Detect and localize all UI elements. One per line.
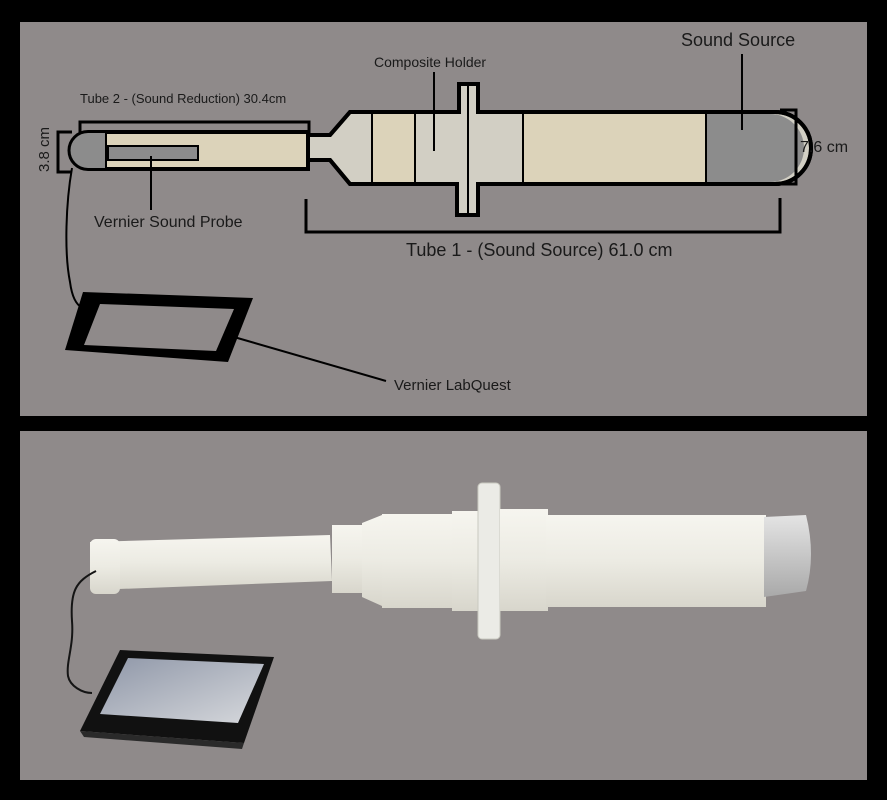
labquest-label: Vernier LabQuest <box>394 377 512 394</box>
photo-coupler <box>382 514 452 608</box>
photo-tube1 <box>546 515 766 607</box>
schematic-svg: Tube 2 - (Sound Reduction) 30.4cm 3.8 cm… <box>36 30 848 394</box>
photo-tube2 <box>90 535 332 590</box>
tube1-length-bracket <box>304 198 782 234</box>
sound-probe-shape <box>107 145 199 161</box>
tube1-main-section <box>523 114 706 182</box>
photo-labquest-screen <box>100 658 264 723</box>
sound-source-label: Sound Source <box>681 30 795 50</box>
tube2-diameter-bracket <box>56 130 72 174</box>
photo-cable <box>66 570 97 694</box>
tube1-label: Tube 1 - (Sound Source) 61.0 cm <box>406 240 672 260</box>
tube2-label: Tube 2 - (Sound Reduction) 30.4cm <box>80 91 286 106</box>
tube1-diameter-label: 7.6 cm <box>800 139 848 156</box>
probe-cable <box>65 167 83 309</box>
apparatus-photo-panel <box>20 431 867 780</box>
schematic-diagram-panel: Tube 2 - (Sound Reduction) 30.4cm 3.8 cm… <box>20 22 867 416</box>
sound-source-shape <box>706 114 804 182</box>
tube1-beige-band <box>372 114 415 182</box>
photo-sound-source-tape <box>764 515 811 597</box>
labquest-leader-line <box>233 336 387 382</box>
tube1-diameter-bracket <box>780 108 798 186</box>
sound-probe-label: Vernier Sound Probe <box>94 214 243 231</box>
tube2-diameter-label: 3.8 cm <box>36 127 53 172</box>
tube2-length-bracket <box>78 120 311 135</box>
photo-svg <box>66 482 811 749</box>
photo-reducer <box>332 525 362 593</box>
photo-flange <box>477 482 501 640</box>
photo-tube2-cap <box>90 539 120 594</box>
tube2-end-cap <box>68 131 107 170</box>
labquest-screen <box>84 304 234 351</box>
composite-holder-label: Composite Holder <box>374 54 486 70</box>
